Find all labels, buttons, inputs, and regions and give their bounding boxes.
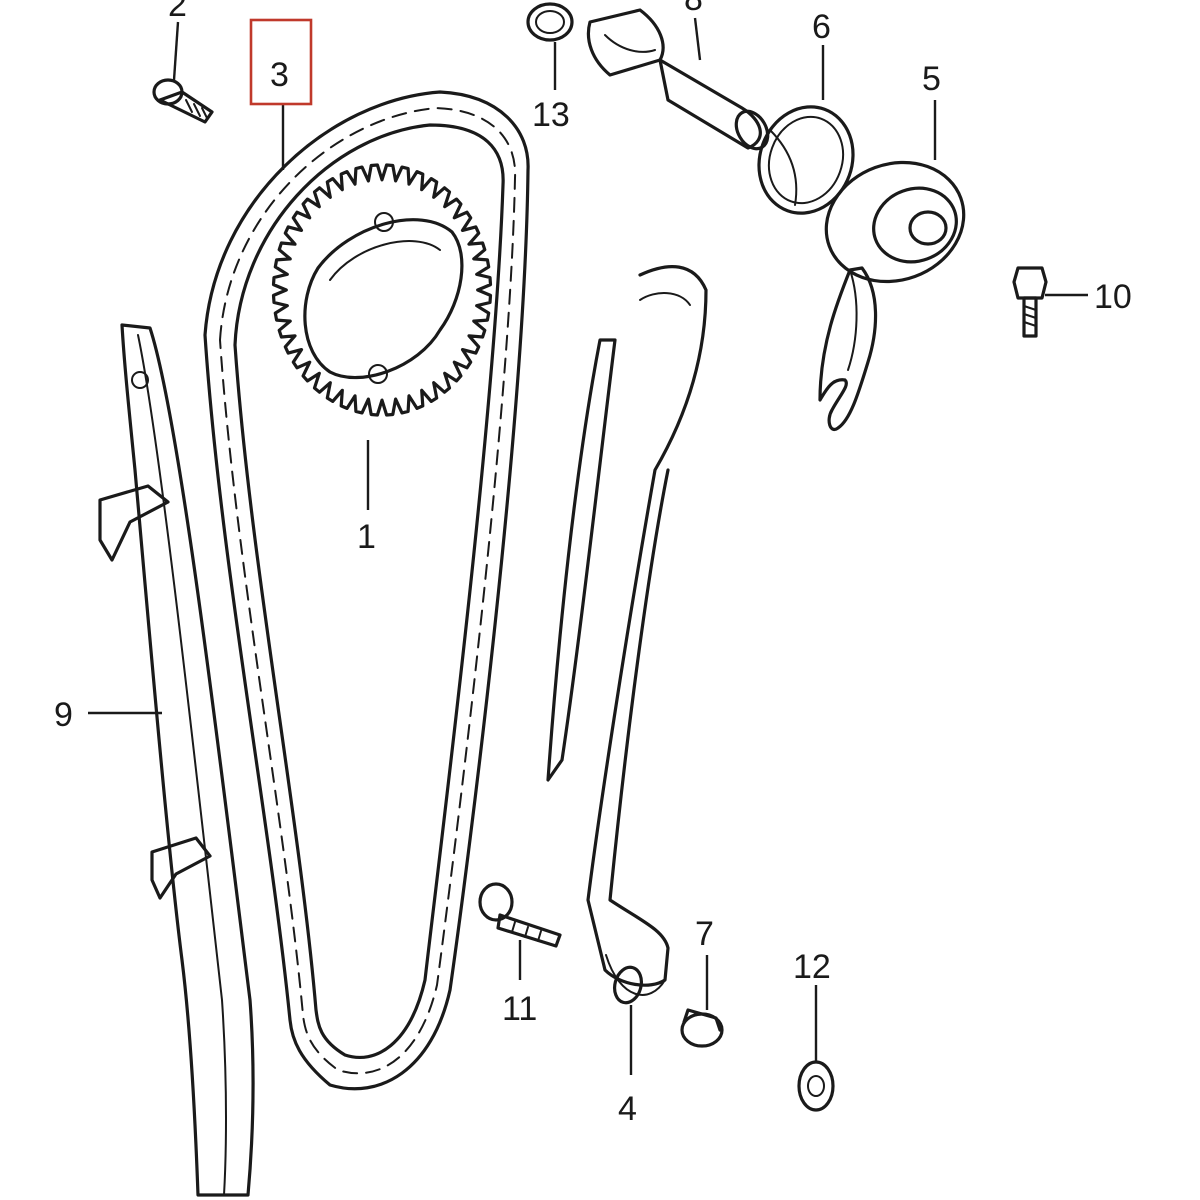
tensioner-slipper bbox=[546, 265, 708, 1005]
washer-12 bbox=[797, 1060, 835, 1112]
label-part-8: 8 bbox=[684, 0, 703, 18]
label-part-11: 11 bbox=[502, 990, 537, 1028]
label-part-2: 2 bbox=[168, 0, 187, 24]
leader-lines bbox=[88, 17, 1088, 1075]
cam-chain bbox=[203, 90, 530, 1091]
label-part-10: 10 bbox=[1094, 278, 1132, 316]
label-part-4: 4 bbox=[618, 1090, 637, 1128]
pivot-shaft bbox=[586, 8, 770, 151]
bolt-11 bbox=[478, 882, 562, 948]
tensioner-spring bbox=[757, 105, 855, 215]
label-part-12: 12 bbox=[793, 948, 831, 986]
label-part-7: 7 bbox=[695, 915, 714, 953]
label-part-13: 13 bbox=[532, 96, 570, 134]
label-part-3: 3 bbox=[270, 56, 289, 94]
highlight-box bbox=[249, 18, 313, 106]
bolt-2 bbox=[152, 78, 214, 124]
tensioner-arm bbox=[818, 160, 966, 431]
cam-sprocket bbox=[271, 163, 493, 417]
label-part-9: 9 bbox=[54, 696, 73, 734]
label-part-6: 6 bbox=[812, 8, 831, 46]
chain-guide bbox=[98, 323, 255, 1197]
collar-7 bbox=[680, 1008, 724, 1048]
label-part-5: 5 bbox=[922, 60, 941, 98]
label-part-1: 1 bbox=[357, 518, 376, 556]
bolt-10 bbox=[1012, 266, 1048, 338]
o-ring bbox=[526, 2, 574, 42]
